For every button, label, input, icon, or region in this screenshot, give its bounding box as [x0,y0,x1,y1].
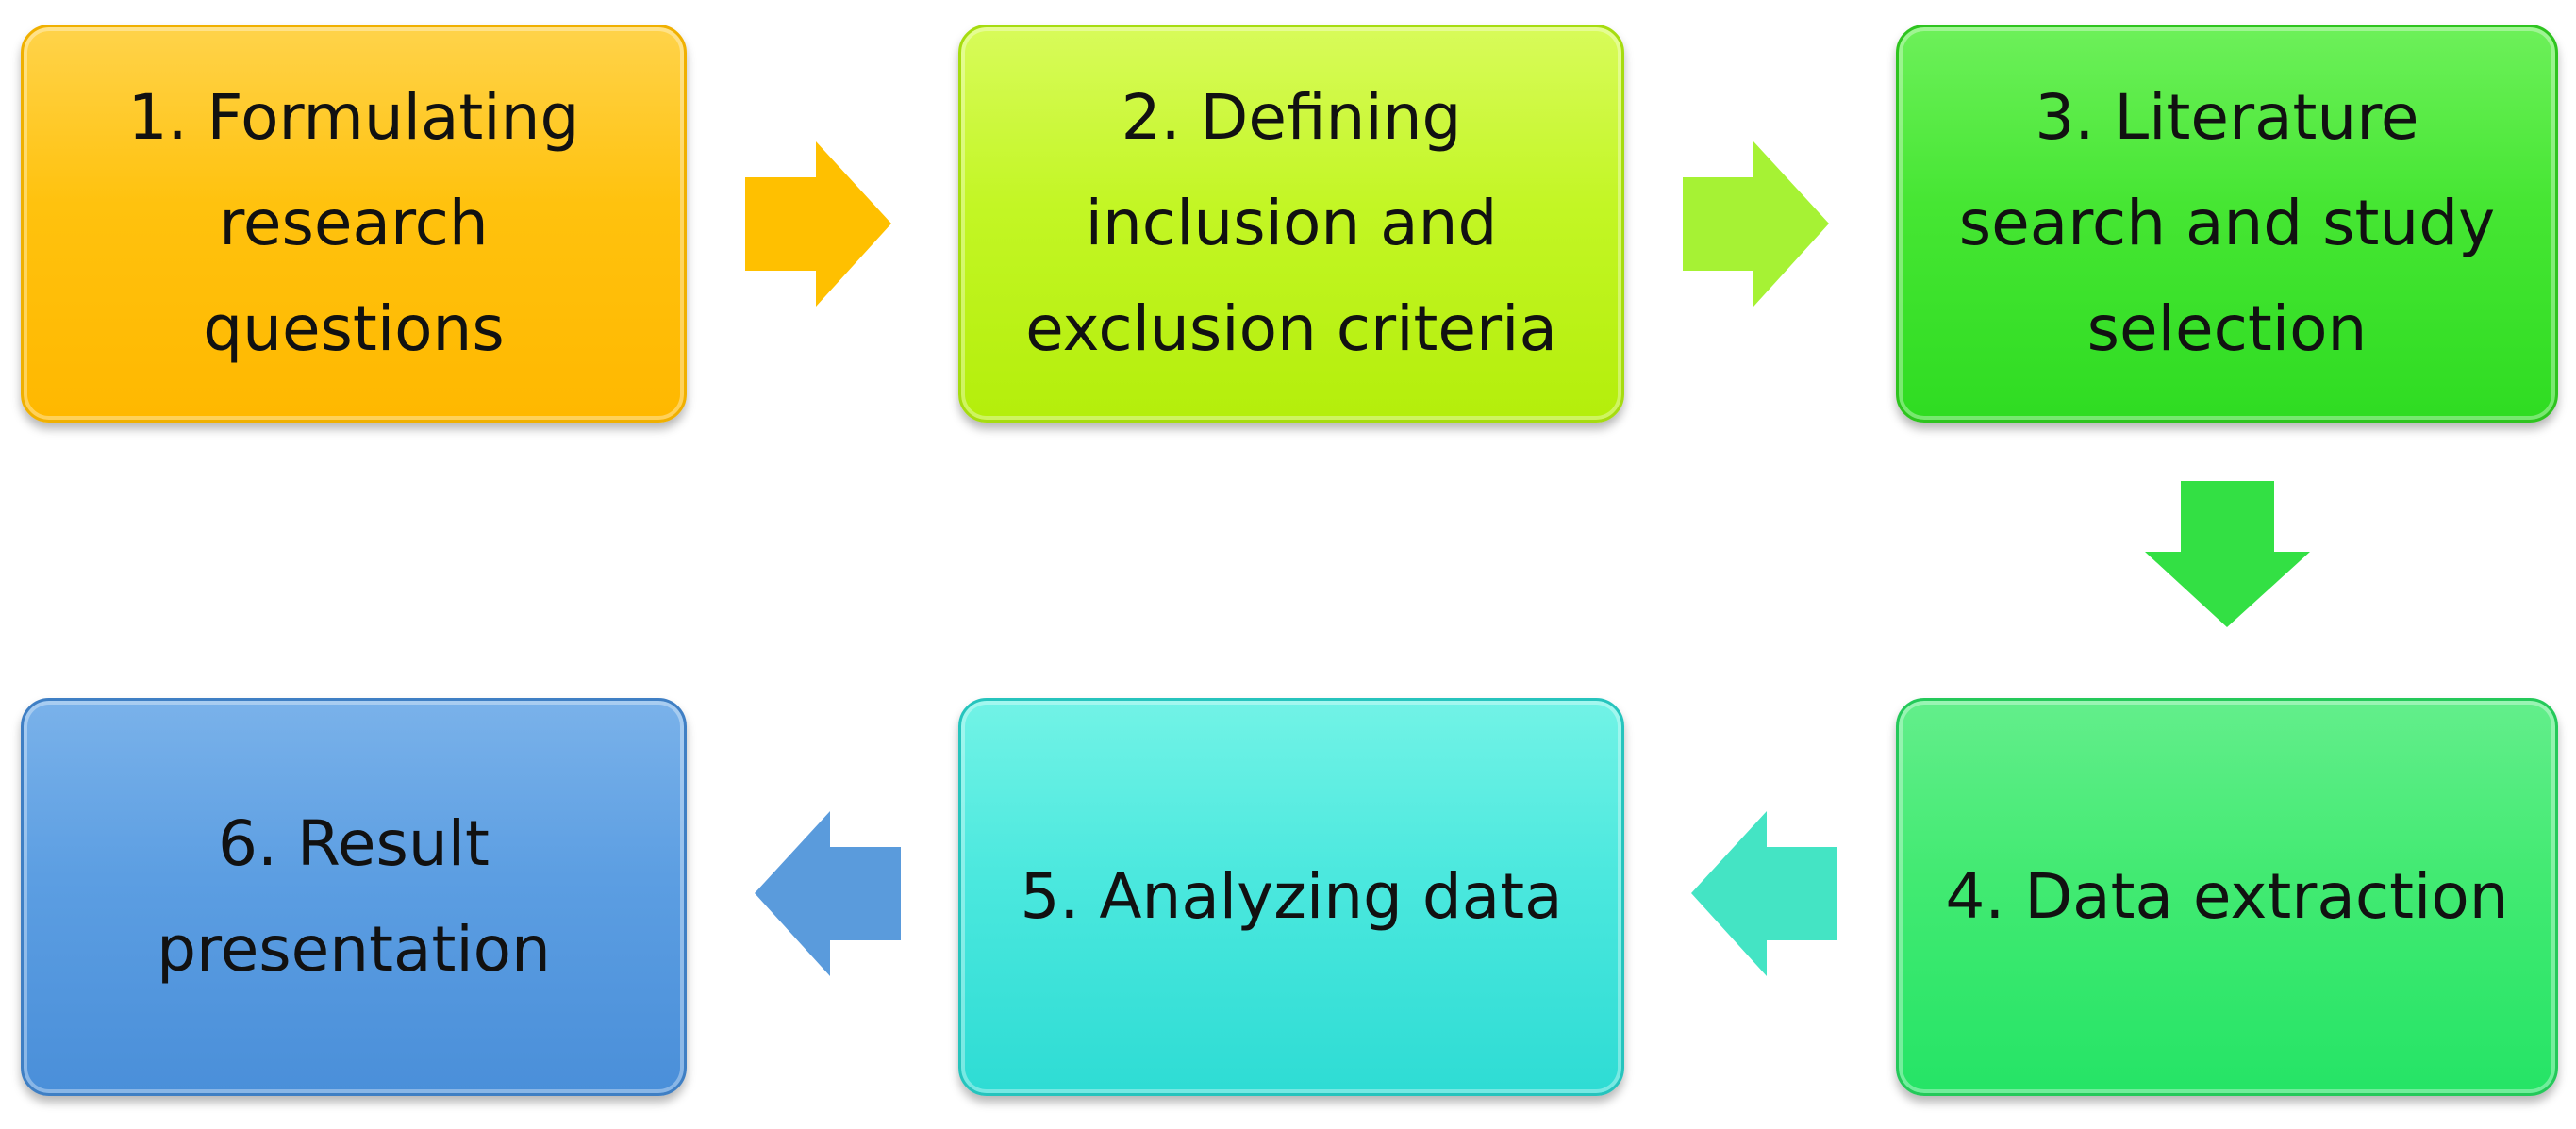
step-2-box: 2. Defining inclusion and exclusion crit… [958,25,1624,423]
step-1-box: 1. Formulating research questions [21,25,687,423]
arrow-down-icon [2145,481,2310,627]
step-2-label: 2. Defining inclusion and exclusion crit… [1025,81,1557,365]
step-5-box: 5. Analyzing data [958,698,1624,1096]
arrow-right-icon [1683,141,1829,307]
arrow-right-icon [745,141,891,307]
step-3-box: 3. Literature search and study selection [1896,25,2558,423]
step-4-box: 4. Data extraction [1896,698,2558,1096]
step-5-label: 5. Analyzing data [1020,860,1563,933]
step-4-label: 4. Data extraction [1945,860,2509,933]
arrow-left-icon [755,811,901,976]
step-1-label: 1. Formulating research questions [127,81,580,365]
step-6-box: 6. Result presentation [21,698,687,1096]
step-3-label: 3. Literature search and study selection [1958,81,2496,365]
step-6-label: 6. Result presentation [157,807,551,986]
arrow-left-icon [1691,811,1837,976]
